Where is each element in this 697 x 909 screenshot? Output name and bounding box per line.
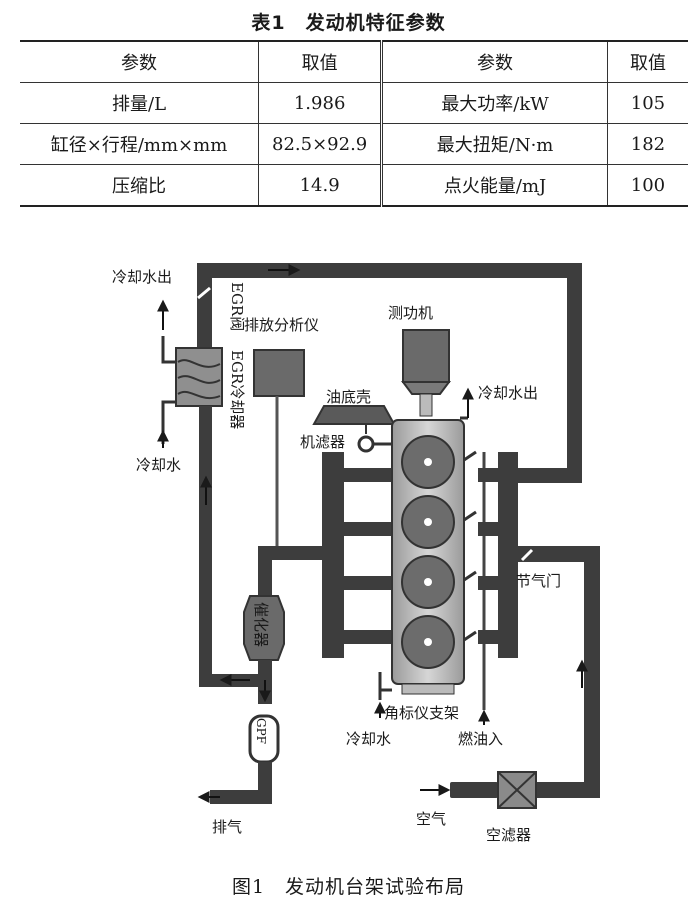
label-dynamometer: 测功机: [388, 304, 433, 322]
header-value-2: 取值: [606, 40, 688, 83]
table-row: 排量/L 1.986 最大功率/kW 105: [20, 82, 688, 124]
table-row: 压缩比 14.9 点火能量/mJ 100: [20, 164, 688, 207]
exhaust-manifold: [258, 452, 394, 658]
cylinder: [401, 435, 455, 489]
egr-valve: [197, 263, 212, 348]
dynamometer: [401, 329, 451, 417]
egr-cooler: [175, 347, 223, 407]
table-cell: 点火能量/mJ: [380, 164, 608, 207]
label-gpf: GPF: [254, 718, 268, 744]
label-oil-filter: 机滤器: [300, 433, 345, 451]
figure-caption: 图1 发动机台架试验布局: [231, 876, 466, 898]
header-value-1: 取值: [258, 40, 382, 83]
exhaust-analyzer: [253, 349, 305, 558]
label-exhaust-analyzer: 排放分析仪: [244, 316, 319, 334]
label-air-filter: 空滤器: [486, 826, 531, 844]
engine-parameters-table: 参数 取值 参数 取值 排量/L 1.986 最大功率/kW 105 缸径×行程…: [20, 40, 688, 207]
label-catalyst: 催化器: [252, 602, 270, 647]
table-cell: 最大扭矩/N·m: [380, 123, 608, 165]
header-param-2: 参数: [380, 40, 608, 83]
oil-pan: [312, 405, 396, 434]
label-throttle: 节气门: [516, 572, 561, 590]
table-cell: 缸径×行程/mm×mm: [20, 123, 259, 165]
table-cell: 14.9: [258, 164, 382, 207]
table-cell: 82.5×92.9: [258, 123, 382, 165]
label-coolant-out-right: 冷却水出: [478, 384, 538, 402]
table-cell: 最大功率/kW: [380, 82, 608, 124]
label-air: 空气: [416, 810, 446, 828]
table-title: 表1 发动机特征参数: [251, 12, 446, 34]
cylinder: [401, 615, 455, 669]
label-angle-bracket: 角标仪支架: [384, 704, 459, 722]
oil-filter: [357, 435, 395, 453]
catalyst: [243, 595, 285, 661]
table-cell: 100: [606, 164, 688, 207]
label-coolant-out-left: 冷却水出: [112, 268, 172, 286]
label-coolant-in-bottom: 冷却水: [346, 730, 391, 748]
table-cell: 排量/L: [20, 82, 259, 124]
fuel-injectors: [463, 450, 477, 642]
table-row: 缸径×行程/mm×mm 82.5×92.9 最大扭矩/N·m 182: [20, 123, 688, 165]
header-param-1: 参数: [20, 40, 259, 83]
engine-block: [391, 419, 465, 695]
table-cell: 182: [606, 123, 688, 165]
table-cell: 压缩比: [20, 164, 259, 207]
coolant-stub-left: [161, 336, 176, 444]
throttle: [520, 548, 534, 562]
engine-test-bench-diagram: 冷却水出 EGR阀 EGR冷却器 排放分析仪 测功机 油底壳 机滤器 冷却水出 …: [112, 263, 600, 844]
cylinder: [401, 495, 455, 549]
label-egr-cooler: EGR冷却器: [228, 350, 246, 429]
air-filter: [497, 771, 537, 809]
label-exhaust: 排气: [212, 818, 242, 836]
label-coolant-in-left: 冷却水: [136, 456, 181, 474]
exhaust-pipe: [210, 762, 272, 804]
cylinder: [401, 555, 455, 609]
table-cell: 1.986: [258, 82, 382, 124]
air-intake-pipe: [450, 782, 600, 798]
label-egr-valve: EGR阀: [228, 282, 246, 331]
label-oil-pan: 油底壳: [326, 388, 371, 406]
label-fuel-in: 燃油入: [458, 730, 503, 748]
table-header-row: 参数 取值 参数 取值: [20, 40, 688, 83]
intake-manifold: [478, 452, 600, 796]
table-cell: 105: [606, 82, 688, 124]
